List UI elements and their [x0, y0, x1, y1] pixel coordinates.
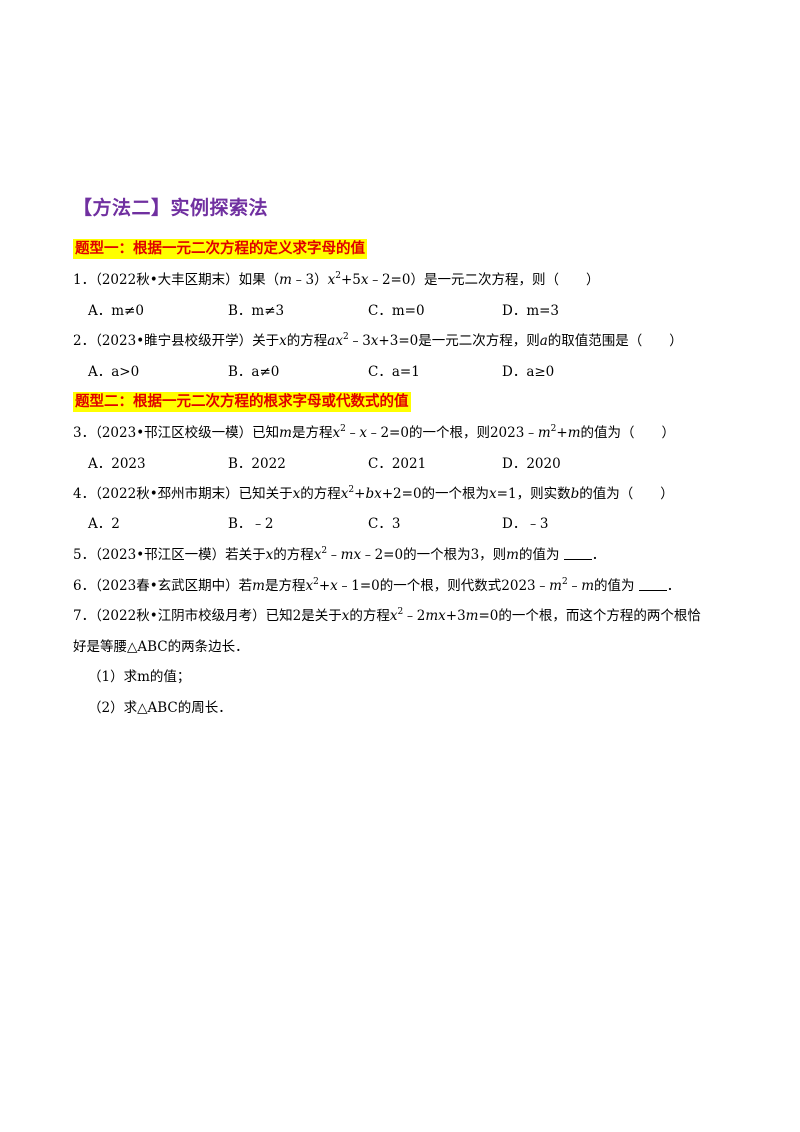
question-3: 3．（2023•邗江区校级一模）已知m是方程x2﹣x﹣2=0的一个根，则2023… [73, 424, 676, 442]
question-4: 4．（2022秋•邳州市期末）已知关于x的方程x2+bx+2=0的一个根为x=1… [73, 485, 674, 503]
question-text: 的方程 [286, 333, 328, 349]
option-c: C．2021 [368, 456, 427, 472]
question-number: 2． [73, 333, 96, 349]
option-a: A．2023 [88, 456, 146, 472]
option-d: D．m=3 [502, 303, 560, 319]
question-text: ． [666, 578, 681, 594]
question-text: ，则实数 [516, 486, 571, 502]
question-7-part-2: （2）求△ABC的周长． [88, 700, 232, 716]
question-text: 的值为（ ） [579, 486, 674, 502]
question-number: 6． [73, 578, 96, 594]
question-text: 的方程 [349, 608, 390, 624]
question-text: 的一个根，则 [408, 425, 490, 441]
question-text: 的一个根为 [421, 486, 490, 502]
question-text: ）是一元二次方程，则（ ） [410, 272, 600, 288]
question-2: 2．（2023•睢宁县校级开学）关于x的方程ax2﹣3x+3=0是一元二次方程，… [73, 332, 683, 350]
question-source: （2023•睢宁县校级开学）关于 [95, 333, 280, 349]
question-source: （2023•邗江区校级一模）已知 [95, 425, 280, 441]
option-b: B．a≠0 [228, 364, 280, 380]
question-source: （2022秋•邳州市期末）已知关于 [95, 486, 293, 502]
question-text: 的一个根为3，则 [403, 547, 507, 563]
question-6: 6．（2023春•玄武区期中）若m是方程x2+x﹣1=0的一个根，则代数式202… [73, 577, 681, 595]
question-number: 7． [73, 608, 96, 624]
section-heading-2: 题型二：根据一元二次方程的根求字母或代数式的值 [73, 392, 411, 412]
option-c: C．3 [368, 516, 401, 532]
question-text: ． [591, 547, 606, 563]
option-c: C．m=0 [368, 303, 425, 319]
question-source: （2022秋•大丰区期末）如果（ [95, 272, 280, 288]
question-text: 的一个根，则代数式 [379, 578, 502, 594]
question-7: 7．（2022秋•江阴市校级月考）已知2是关于x的方程x2﹣2mx+3m=0的一… [73, 607, 701, 625]
option-a: A．a>0 [88, 364, 140, 380]
question-text: 的一个根，而这个方程的两个根恰 [498, 608, 701, 624]
option-a: A．m≠0 [88, 303, 144, 319]
option-d: D．2020 [502, 456, 561, 472]
question-text: 是方程 [291, 425, 333, 441]
page-title: 【方法二】实例探索法 [73, 197, 269, 219]
option-d: D．﹣3 [502, 516, 549, 532]
option-d: D．a≥0 [502, 364, 555, 380]
question-1: 1．（2022秋•大丰区期末）如果（m﹣3）x2+5x﹣2=0）是一元二次方程，… [73, 271, 600, 289]
question-source: （2022秋•江阴市校级月考）已知2是关于 [95, 608, 342, 624]
question-number: 5． [73, 547, 96, 563]
option-a: A．2 [88, 516, 120, 532]
question-text: 是方程 [264, 578, 306, 594]
question-7-continuation: 好是等腰△ABC的两条边长． [73, 639, 249, 655]
option-b: B．﹣2 [228, 516, 274, 532]
question-5: 5．（2023•邗江区一模）若关于x的方程x2﹣mx﹣2=0的一个根为3，则m的… [73, 546, 606, 564]
section-heading-1: 题型一：根据一元二次方程的定义求字母的值 [73, 239, 367, 259]
option-b: B．m≠3 [228, 303, 285, 319]
question-text: 的方程 [273, 547, 314, 563]
question-number: 1． [73, 272, 96, 288]
question-source: （2023春•玄武区期中）若 [95, 578, 253, 594]
question-text: 的值为（ ） [580, 425, 676, 441]
question-number: 4． [73, 486, 96, 502]
question-text: 的方程 [300, 486, 341, 502]
option-c: C．a=1 [368, 364, 420, 380]
question-source: （2023•邗江区一模）若关于 [95, 547, 266, 563]
answer-blank[interactable] [563, 547, 592, 560]
question-text: 的值为 [518, 547, 560, 563]
question-7-part-1: （1）求m的值； [88, 669, 191, 685]
question-text: 是一元二次方程，则 [418, 333, 540, 349]
question-number: 3． [73, 425, 96, 441]
question-text: 的取值范围是（ ） [547, 333, 683, 349]
answer-blank[interactable] [638, 578, 667, 591]
question-text: 的值为 [594, 578, 635, 594]
option-b: B．2022 [228, 456, 286, 472]
